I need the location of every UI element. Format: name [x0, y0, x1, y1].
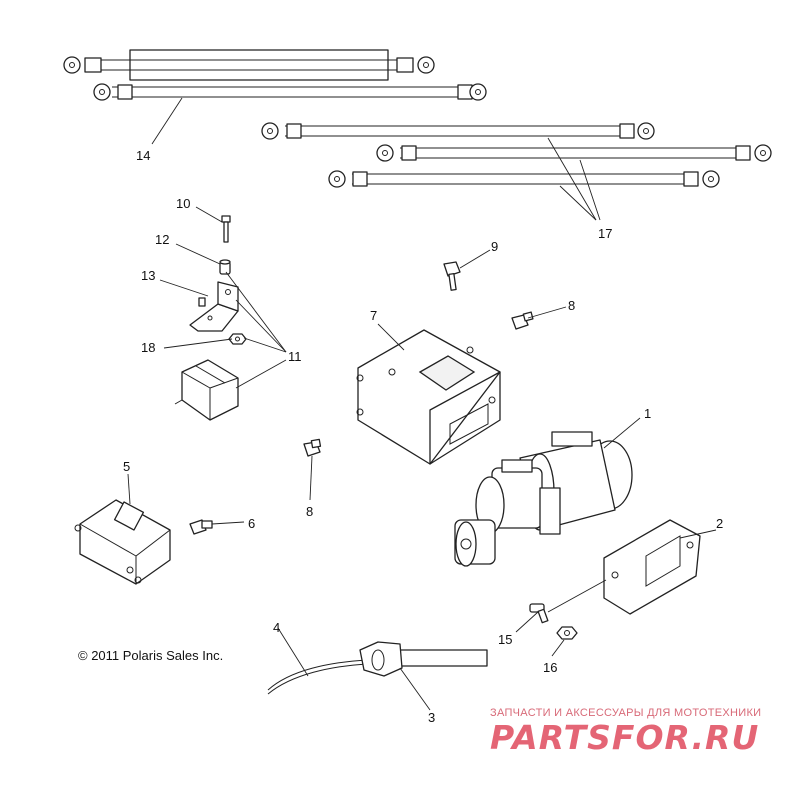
relay-11 — [174, 359, 239, 421]
winch-1 — [454, 431, 633, 567]
callout-10: 10 — [176, 196, 190, 211]
bolt-8-lower — [303, 438, 322, 457]
callout-14: 14 — [136, 148, 150, 163]
nut-16 — [556, 626, 578, 640]
callout-8-upper: 8 — [568, 298, 575, 313]
bracket-2 — [603, 519, 701, 615]
callout-9: 9 — [491, 239, 498, 254]
callout-15: 15 — [498, 632, 512, 647]
bolt-10 — [221, 215, 231, 243]
callout-labels: 1 2 3 4 5 6 7 8 8 9 10 11 12 13 14 15 16… — [123, 148, 723, 725]
callout-4: 4 — [273, 620, 280, 635]
callout-18: 18 — [141, 340, 155, 355]
callout-5: 5 — [123, 459, 130, 474]
bolt-8-upper — [511, 311, 534, 330]
bolt-6 — [189, 519, 213, 535]
callout-12: 12 — [155, 232, 169, 247]
callout-17: 17 — [598, 226, 612, 241]
bracket-13 — [189, 281, 239, 332]
watermark-tagline: ЗАПЧАСТИ И АКСЕССУАРЫ ДЛЯ МОТОТЕХНИКИ — [490, 707, 762, 719]
spacer-12 — [219, 259, 231, 275]
callout-6: 6 — [248, 516, 255, 531]
mount-plate-7 — [356, 329, 501, 465]
callout-16: 16 — [543, 660, 557, 675]
bolt-15 — [529, 603, 549, 624]
leader-lines — [127, 97, 717, 711]
callout-7: 7 — [370, 308, 377, 323]
cable-4 — [267, 649, 488, 695]
callout-13: 13 — [141, 268, 155, 283]
controller-5 — [74, 499, 171, 585]
copyright-notice: © 2011 Polaris Sales Inc. — [78, 648, 224, 663]
callout-3: 3 — [428, 710, 435, 725]
callout-11: 11 — [288, 349, 302, 364]
callout-1: 1 — [644, 406, 651, 421]
bolt-9 — [443, 261, 461, 291]
watermark-brand: PARTSFOR.RU — [490, 718, 760, 757]
cable-assembly-17 — [261, 122, 772, 188]
clamp-3 — [359, 641, 403, 677]
cable-assembly-14 — [63, 49, 487, 101]
callout-8-lower: 8 — [306, 504, 313, 519]
callout-2: 2 — [716, 516, 723, 531]
